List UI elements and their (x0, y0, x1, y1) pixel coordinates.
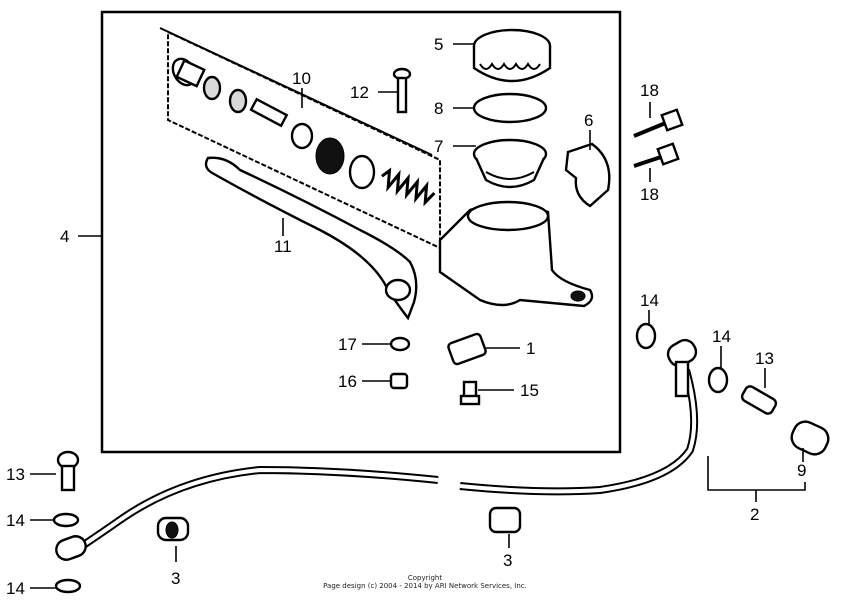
upper-hose-fitting (666, 338, 698, 398)
lever-washer (389, 336, 411, 352)
lever-nut (389, 372, 409, 390)
leader-lines (30, 43, 806, 589)
callout-16: 16 (338, 372, 357, 391)
callout-3-right: 3 (503, 551, 512, 570)
assembly-frame (100, 10, 622, 454)
callout-14-right: 14 (712, 327, 731, 346)
reservoir-cap (472, 28, 552, 83)
hose-clamp-left (156, 516, 190, 542)
sealing-washer-right (707, 366, 729, 394)
callout-18-lower: 18 (640, 185, 659, 204)
pivot-bolt (392, 67, 412, 114)
callout-7: 7 (434, 137, 443, 156)
callout-15: 15 (520, 381, 539, 400)
callout-14-left-lower: 14 (6, 579, 25, 598)
sealing-washer-left-lower (54, 578, 82, 594)
callout-9: 9 (797, 461, 806, 480)
callout-6: 6 (584, 111, 593, 130)
callout-14-upper: 14 (640, 291, 659, 310)
callout-14-left-upper: 14 (6, 511, 25, 530)
spring (380, 167, 436, 207)
oil-bolt-right (740, 385, 778, 415)
bleeder-valve (459, 380, 481, 406)
callout-12: 12 (350, 83, 369, 102)
callout-17: 17 (338, 335, 357, 354)
piston-kit-panel (159, 27, 441, 250)
callout-labels: 5 8 7 6 12 10 11 4 17 16 1 15 18 18 14 1… (6, 35, 806, 598)
holder-bolt-lower (633, 142, 680, 168)
callout-1: 1 (526, 339, 535, 358)
sealing-washer-upper (635, 322, 657, 350)
callout-4: 4 (60, 227, 69, 246)
hose-clamp-right (488, 506, 522, 534)
callout-13-right: 13 (755, 349, 774, 368)
oil-bolt-left (56, 450, 80, 492)
callout-8: 8 (434, 99, 443, 118)
callout-3-left: 3 (171, 569, 180, 588)
copyright-line-2: Page design (c) 2004 - 2014 by ARI Netwo… (323, 582, 527, 590)
brake-light-switch (447, 332, 487, 366)
brake-banjo-fitting (790, 420, 830, 456)
callout-13-left: 13 (6, 465, 25, 484)
callout-11: 11 (274, 237, 292, 256)
diaphragm-plate (472, 92, 548, 124)
callout-5: 5 (434, 35, 443, 54)
piston-kit-parts (171, 57, 436, 207)
callout-2: 2 (750, 505, 759, 524)
sealing-washer-left-upper (52, 512, 80, 528)
callout-18-upper: 18 (640, 81, 659, 100)
lever-pivot-boss (384, 278, 412, 302)
callout-10: 10 (292, 69, 311, 88)
brake-lever (204, 156, 418, 321)
lower-hose-fitting (55, 535, 87, 561)
holder-bolt-upper (633, 108, 684, 138)
diaphragm (472, 138, 548, 189)
copyright-line-1: Copyright (407, 574, 443, 582)
holder (564, 142, 611, 208)
master-cylinder-body (438, 200, 594, 308)
